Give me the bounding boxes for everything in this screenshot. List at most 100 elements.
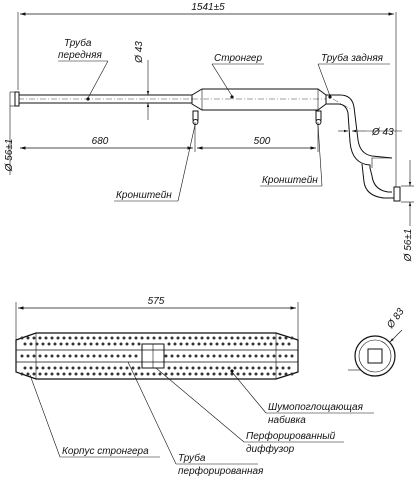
perforation-dot — [44, 372, 48, 376]
perforation-dot — [74, 372, 78, 376]
perforation-dot — [167, 342, 171, 346]
perforation-dot — [110, 336, 114, 340]
perforation-dot — [119, 366, 123, 370]
perforation-dot — [140, 372, 144, 376]
front-length-text: 680 — [92, 136, 109, 147]
perforation-dot — [32, 372, 36, 376]
perforation-dot — [44, 336, 48, 340]
perforation-dot — [104, 354, 108, 358]
perforation-dot — [116, 336, 120, 340]
perforation-dot — [122, 354, 126, 358]
front-pipe — [14, 91, 193, 107]
perforation-dot — [197, 342, 201, 346]
perforation-dot — [146, 336, 150, 340]
perforation-dot — [221, 342, 225, 346]
perforation-dot — [95, 366, 99, 370]
perforation-dot — [56, 372, 60, 376]
perforation-dot — [260, 336, 264, 340]
perforation-dot — [62, 336, 66, 340]
perforation-dot — [131, 366, 135, 370]
perforation-dot — [263, 366, 267, 370]
resonator-length-dimension: 500 — [197, 122, 319, 152]
stronger-cross-section: Ø 83 — [348, 306, 407, 377]
perforation-dot — [209, 342, 213, 346]
perforation-dot — [215, 342, 219, 346]
perforation-dot — [218, 372, 222, 376]
front-length-dimension: 680 — [20, 122, 196, 152]
perforation-dot — [245, 342, 249, 346]
perforation-dot — [38, 372, 42, 376]
perforation-dot — [56, 336, 60, 340]
perforation-dot — [92, 372, 96, 376]
bracket-right-label: Кронштейн — [260, 124, 323, 187]
perforated-pipe-label: Труба перфорированная — [127, 361, 264, 477]
front-pipe-diameter-text: Ø 43 — [134, 41, 145, 64]
perforation-dot — [287, 342, 291, 346]
perforation-dot — [113, 366, 117, 370]
inlet-diameter-text: Ø 56±1 — [4, 139, 15, 173]
perforation-dot — [260, 372, 264, 376]
perforation-dot — [257, 366, 261, 370]
perforation-dot — [248, 336, 252, 340]
perforation-dot — [239, 366, 243, 370]
perforation-dot — [128, 354, 132, 358]
perforation-dot — [53, 342, 57, 346]
perforation-dot — [269, 342, 273, 346]
perforated-pipe-label-line2: перфорированная — [178, 465, 264, 477]
perforation-dot — [86, 372, 90, 376]
perforation-dot — [284, 336, 288, 340]
perforation-dot — [170, 336, 174, 340]
perforation-dot — [245, 366, 249, 370]
perforation-dot — [206, 336, 210, 340]
perforation-dot — [272, 354, 276, 358]
stronger-length-dimension: 575 — [15, 296, 299, 345]
perforation-dot — [68, 354, 72, 358]
perforation-dot — [287, 366, 291, 370]
perforation-dot — [77, 342, 81, 346]
perforation-dot — [173, 366, 177, 370]
perforation-dot — [281, 366, 285, 370]
perforation-dot — [137, 366, 141, 370]
stronger-section-diameter-text: Ø 83 — [385, 306, 407, 331]
absorbing-packing-label-line1: Шумопоглощающая — [268, 402, 364, 413]
overall-length-dimension: 1541±5 — [17, 2, 397, 190]
perforation-dot — [236, 336, 240, 340]
perforation-dot — [257, 342, 261, 346]
perforation-dot — [191, 366, 195, 370]
perforation-dot — [122, 372, 126, 376]
perforation-dot — [122, 336, 126, 340]
stronger-body-label: Корпус стронгера — [29, 374, 160, 458]
rear-pipe-diameter-dimension: Ø 43 — [338, 127, 402, 138]
perforation-dot — [212, 354, 216, 358]
perforation-dot — [170, 372, 174, 376]
perforation-dot — [80, 372, 84, 376]
perforation-dot — [98, 354, 102, 358]
perforation-dot — [242, 354, 246, 358]
perforation-dot — [278, 372, 282, 376]
stronger-section-view — [15, 332, 299, 380]
perforation-dot — [26, 354, 30, 358]
perforation-dot — [23, 366, 27, 370]
perforation-dot — [128, 336, 132, 340]
perforated-diffuser-label: Перфорированный диффузор — [155, 367, 344, 455]
perforation-dot — [194, 354, 198, 358]
perforation-dot — [242, 336, 246, 340]
perforation-dot — [26, 372, 30, 376]
perforation-dot — [20, 372, 24, 376]
perforation-dot — [251, 366, 255, 370]
perforation-dot — [197, 366, 201, 370]
perforation-dot — [182, 372, 186, 376]
perforation-dot — [248, 354, 252, 358]
perforation-dot — [233, 342, 237, 346]
stronger-body-label-text: Корпус стронгера — [62, 446, 149, 457]
perforation-dot — [80, 354, 84, 358]
perforation-dot — [230, 336, 234, 340]
bracket-right-label-text: Кронштейн — [262, 175, 318, 186]
perforation-dot — [227, 366, 231, 370]
perforation-dot — [59, 342, 63, 346]
perforation-dot — [176, 336, 180, 340]
perforation-dot — [260, 354, 264, 358]
perforation-dot — [38, 336, 42, 340]
perforation-dot — [152, 372, 156, 376]
